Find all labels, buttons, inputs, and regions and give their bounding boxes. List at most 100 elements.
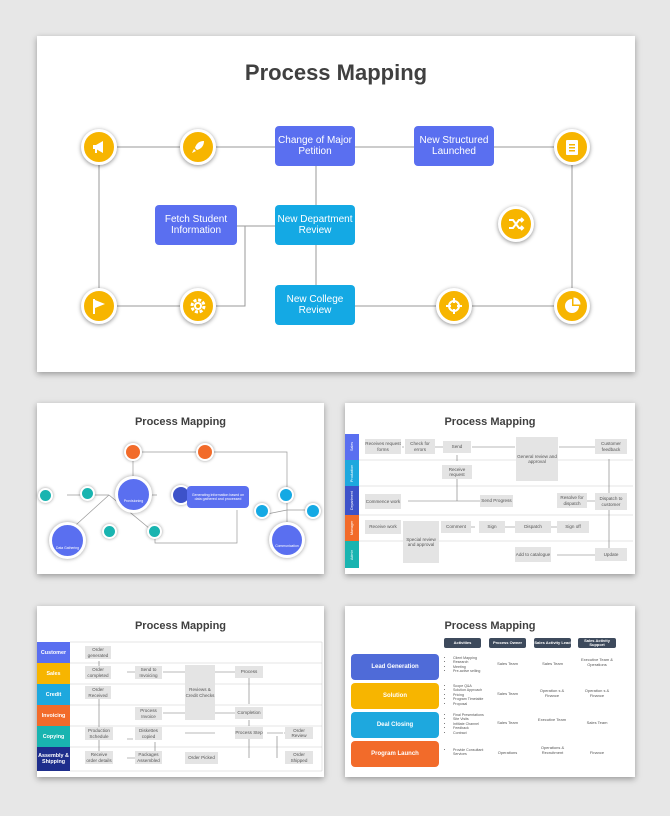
blue-user-node-2[interactable] <box>254 503 270 519</box>
teal-node-1[interactable] <box>38 488 53 503</box>
telegram-node[interactable] <box>124 443 142 461</box>
step-receive-work[interactable]: Receive work <box>365 520 401 534</box>
blue-user-node-3[interactable] <box>305 503 321 519</box>
slide-title: Process Mapping <box>244 60 428 85</box>
lane-invoicing: Invoicing <box>37 705 70 726</box>
lane-credit: Credit <box>37 684 70 705</box>
mail-node[interactable] <box>196 443 214 461</box>
communication-label: Communication <box>275 544 299 548</box>
step-commence-work[interactable]: Commence work <box>365 494 401 509</box>
generating-information-box[interactable]: Generating information based on data gat… <box>187 486 249 508</box>
step-order-shipped[interactable]: Order Shipped <box>285 751 313 764</box>
row-lead-generation[interactable]: Lead Generation <box>351 654 439 680</box>
flow-lines <box>70 641 323 772</box>
flow-lines <box>359 446 633 556</box>
blue-user-node-1[interactable] <box>278 487 294 503</box>
teal-node-3[interactable] <box>102 524 117 539</box>
owner-program-launch: Operations <box>497 750 518 755</box>
step-send-to-invoicing[interactable]: Send to Invoicing <box>135 666 162 679</box>
header-sales-activity-support: Sales Activity Support <box>578 638 616 648</box>
step-diskettes-copied[interactable]: Diskettes copied <box>135 727 162 740</box>
step-sign[interactable]: Sign <box>479 521 505 533</box>
step-process-invoice[interactable]: Process Invoice <box>135 707 162 720</box>
slide-title: Process Mapping <box>134 620 227 632</box>
lead-deal-closing: Executive Team <box>537 717 567 722</box>
new-structured-launched-box[interactable]: New Structured Launched <box>414 126 494 166</box>
megaphone-icon[interactable] <box>81 129 117 165</box>
step-process[interactable]: Process <box>235 666 263 678</box>
step-sign-off[interactable]: Sign off <box>557 521 589 533</box>
support-solution: Operation s & Finance <box>584 688 610 698</box>
row-solution[interactable]: Solution <box>351 683 439 709</box>
step-order-picked[interactable]: Order Picked <box>185 752 218 764</box>
bullets-lead-generation: Client MappingResearchMeetingPre-active … <box>453 656 480 674</box>
bullets-solution: Scope Q&ASolution ApproachPricingProgram… <box>453 684 483 706</box>
bullets-program-launch: Provide Consultant Services <box>453 748 487 757</box>
step-reviews-credit-checks[interactable]: Reviews & Credit Checks <box>185 665 215 720</box>
slide-title: Process Mapping <box>444 620 536 632</box>
slide-title: Process Mapping <box>134 416 227 428</box>
header-process-owner: Process Owner <box>489 638 526 648</box>
clipboard-icon[interactable] <box>554 129 590 165</box>
step-general-review[interactable]: General review and approval <box>516 437 558 481</box>
communication-node[interactable]: Communication <box>269 522 305 558</box>
shuffle-icon[interactable] <box>498 206 534 242</box>
provisioning-node[interactable]: Provisioning <box>115 476 152 513</box>
flag-icon[interactable] <box>81 288 117 324</box>
step-customer-feedback[interactable]: Customer feedback <box>595 439 627 454</box>
step-packages-assembled[interactable]: Packages Assembled <box>135 751 162 764</box>
support-deal-closing: Sales Team <box>586 720 608 725</box>
step-check-for-errors[interactable]: Check for errors <box>405 439 435 454</box>
step-order-completed[interactable]: Order completed <box>85 666 111 679</box>
step-dispatch-to-customer[interactable]: Dispatch to customer <box>595 493 627 510</box>
gear-icon[interactable] <box>180 288 216 324</box>
new-department-review-box[interactable]: New Department Review <box>275 205 355 245</box>
step-process-step[interactable]: Process Step <box>235 727 263 739</box>
row-deal-closing[interactable]: Deal Closing <box>351 712 439 738</box>
change-of-major-petition-box[interactable]: Change of Major Petition <box>275 126 355 166</box>
target-icon[interactable] <box>436 288 472 324</box>
fetch-student-information-box[interactable]: Fetch Student Information <box>155 205 237 245</box>
lane-sales: Sales <box>37 663 70 684</box>
lane-assembly-shipping: Assembly & Shipping <box>37 747 70 771</box>
step-send[interactable]: Send <box>443 441 471 453</box>
slide-title: Process Mapping <box>444 416 536 428</box>
thumbnail-slide-5[interactable]: Process Mapping Activities Process Owner… <box>345 606 635 777</box>
step-order-received[interactable]: Order Received <box>85 686 111 699</box>
lead-lead-generation: Sales Team <box>542 661 563 666</box>
new-college-review-box[interactable]: New College Review <box>275 285 355 325</box>
lead-program-launch: Operations & Recruitment <box>540 745 565 755</box>
teal-node-2[interactable] <box>80 486 95 501</box>
provisioning-label: Provisioning <box>123 499 144 503</box>
owner-lead-generation: Sales Team <box>497 661 518 666</box>
lead-solution: Operation s & Finance <box>539 688 565 698</box>
step-add-to-catalogue[interactable]: Add to catalogue <box>515 547 551 562</box>
step-send-progress[interactable]: Send Progress <box>480 495 513 507</box>
step-order-review[interactable]: Order Review <box>285 727 313 739</box>
rocket-icon[interactable] <box>180 129 216 165</box>
step-special-review[interactable]: Special review and approval <box>403 521 439 563</box>
header-sales-activity-lead: Sales Activity Lead <box>534 638 571 648</box>
lane-customer: Customer <box>37 642 70 663</box>
teal-node-4[interactable] <box>147 524 162 539</box>
thumbnail-slide-3[interactable]: Process Mapping Sales Production Departm… <box>345 403 635 574</box>
data-gathering-node[interactable]: Data Gathering <box>49 522 86 559</box>
step-comment[interactable]: Comment <box>441 521 471 533</box>
step-update[interactable]: Update <box>595 548 627 561</box>
pie-chart-icon[interactable] <box>554 288 590 324</box>
step-receives-request-forms[interactable]: Receives request forms <box>365 439 401 454</box>
thumbnail-slide-2[interactable]: Process Mapping Provisioning Data Gather… <box>37 403 324 574</box>
step-order-generated[interactable]: Order generated <box>85 646 111 659</box>
step-receive-order-details[interactable]: Receive order details <box>85 751 113 764</box>
support-program-launch: Finance <box>589 750 605 755</box>
header-activities: Activities <box>444 638 481 648</box>
step-production-schedule[interactable]: Production Schedule <box>85 727 113 740</box>
row-program-launch[interactable]: Program Launch <box>351 741 439 767</box>
step-resolve-for-dispatch[interactable]: Resolve for dispatch <box>557 493 587 508</box>
data-gathering-label: Data Gathering <box>56 546 79 550</box>
thumbnail-slide-4[interactable]: Process Mapping Customer Sales Credit In… <box>37 606 324 777</box>
step-completion[interactable]: Completion <box>235 707 263 719</box>
main-slide[interactable]: Process Mapping Change of Major Petition… <box>37 36 635 372</box>
step-dispatch[interactable]: Dispatch <box>515 521 551 533</box>
step-receive-request[interactable]: Receive request <box>442 465 472 479</box>
